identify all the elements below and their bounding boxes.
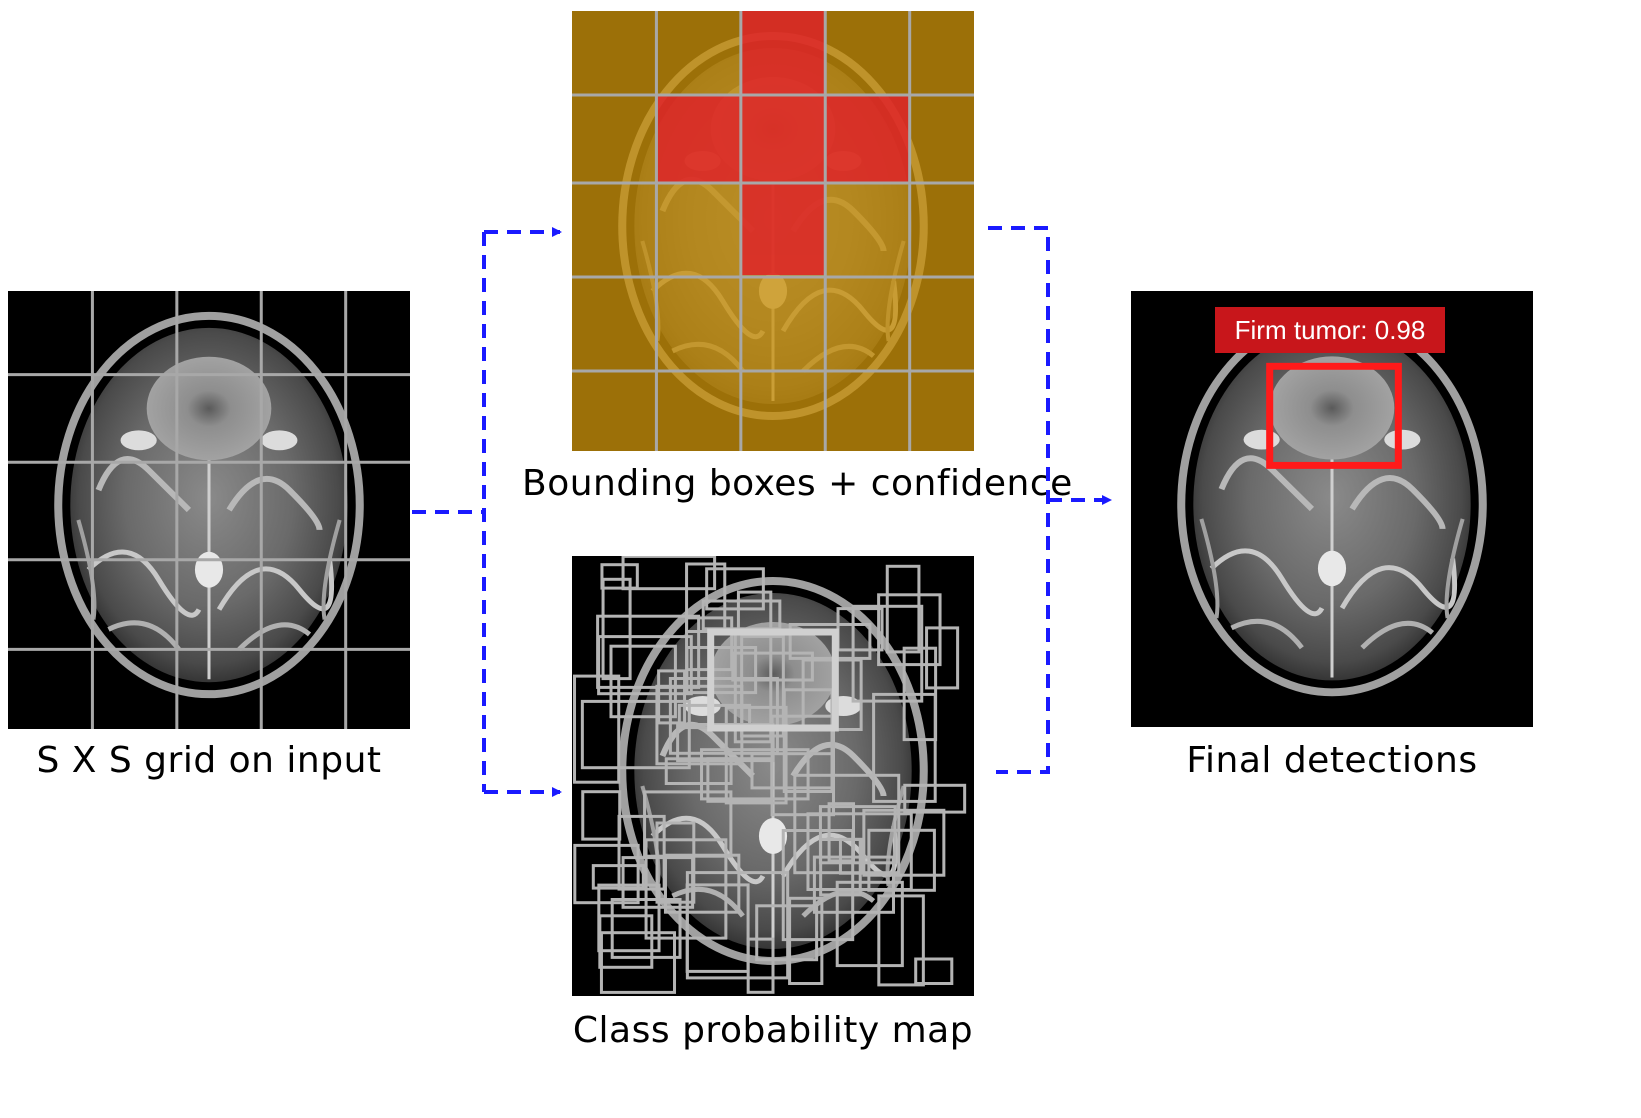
candidate-box <box>617 814 666 891</box>
candidate-box <box>598 914 654 969</box>
candidate-box <box>885 564 921 654</box>
input-grid-lines <box>8 291 410 729</box>
candidate-box <box>573 843 640 905</box>
final-caption: Final detections <box>1186 740 1478 781</box>
detection-box <box>1266 362 1402 469</box>
input-grid-panel <box>8 291 410 729</box>
class-map-caption: Class probability map <box>572 1010 974 1051</box>
connector-merge <box>988 226 1050 774</box>
candidate-box <box>724 705 788 805</box>
candidate-box <box>925 626 960 690</box>
strong-candidate-box <box>707 628 839 732</box>
confidence-grid-lines <box>572 11 974 451</box>
candidate-box <box>781 829 855 942</box>
candidate-box <box>610 898 682 959</box>
high-confidence-cells <box>656 11 910 275</box>
final-image <box>1131 291 1533 727</box>
candidate-box <box>597 635 693 696</box>
candidate-box <box>609 644 677 719</box>
class-map-image <box>572 556 974 996</box>
candidate-box <box>621 556 717 591</box>
candidate-box <box>705 567 765 611</box>
candidate-box <box>655 821 696 904</box>
candidate-box <box>706 757 774 803</box>
candidate-box <box>668 677 779 755</box>
class-map-panel <box>572 556 974 996</box>
candidate-box <box>812 855 896 914</box>
confidence-caption: Bounding boxes + confidence <box>522 463 1073 504</box>
candidate-box <box>877 593 942 667</box>
candidate-box <box>685 871 790 980</box>
confidence-panel <box>572 11 974 451</box>
candidate-box <box>746 937 775 994</box>
candidate-box <box>664 757 733 786</box>
final-panel: Firm tumor: 0.98 <box>1131 291 1533 727</box>
candidate-box <box>782 688 834 793</box>
candidate-box <box>903 783 967 814</box>
candidate-box <box>601 577 632 681</box>
confidence-image <box>572 11 974 451</box>
candidate-box <box>599 931 677 994</box>
candidate-boxes <box>573 556 967 994</box>
input-grid-image <box>8 291 410 729</box>
detection-label: Firm tumor: 0.98 <box>1215 307 1445 353</box>
candidate-box <box>914 957 954 985</box>
candidate-box <box>600 563 639 590</box>
input-grid-caption: S X S grid on input <box>36 740 382 781</box>
candidate-box <box>806 812 913 891</box>
candidate-box <box>788 896 824 985</box>
candidate-box <box>643 790 733 858</box>
candidate-box <box>685 562 727 633</box>
candidate-box <box>788 623 872 660</box>
candidate-box <box>580 699 691 770</box>
candidate-box <box>818 805 897 865</box>
